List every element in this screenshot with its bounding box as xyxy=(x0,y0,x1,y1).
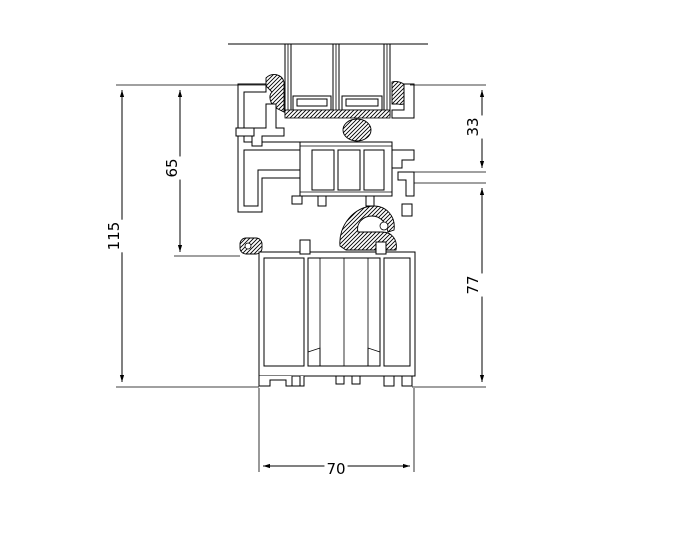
central-gasket xyxy=(339,205,397,251)
dimension-77-label: 77 xyxy=(464,275,482,294)
dimension-label-background xyxy=(324,459,348,479)
dimension-115-label: 115 xyxy=(105,222,123,251)
dimension-frame-height: 77 xyxy=(412,188,486,388)
dimension-frame-width: 70 xyxy=(258,388,415,479)
frame-profile xyxy=(258,239,416,387)
center-seal-round xyxy=(342,118,372,142)
glazing-unit xyxy=(228,43,428,119)
frame-gasket-left xyxy=(239,237,263,255)
dimension-70-label: 70 xyxy=(326,460,345,478)
dimension-glazing-depth: 33 xyxy=(410,84,486,184)
dimension-overall-height: 115 xyxy=(104,84,266,388)
dimension-label-background xyxy=(162,156,182,180)
dimension-33-label: 33 xyxy=(464,117,482,136)
dimension-label-background xyxy=(463,115,483,139)
dimension-sash-height: 65 xyxy=(162,90,240,257)
dimension-label-background xyxy=(104,219,124,253)
sash-profile xyxy=(235,83,415,217)
dimension-65-label: 65 xyxy=(163,158,181,177)
dimension-label-background xyxy=(463,273,483,297)
